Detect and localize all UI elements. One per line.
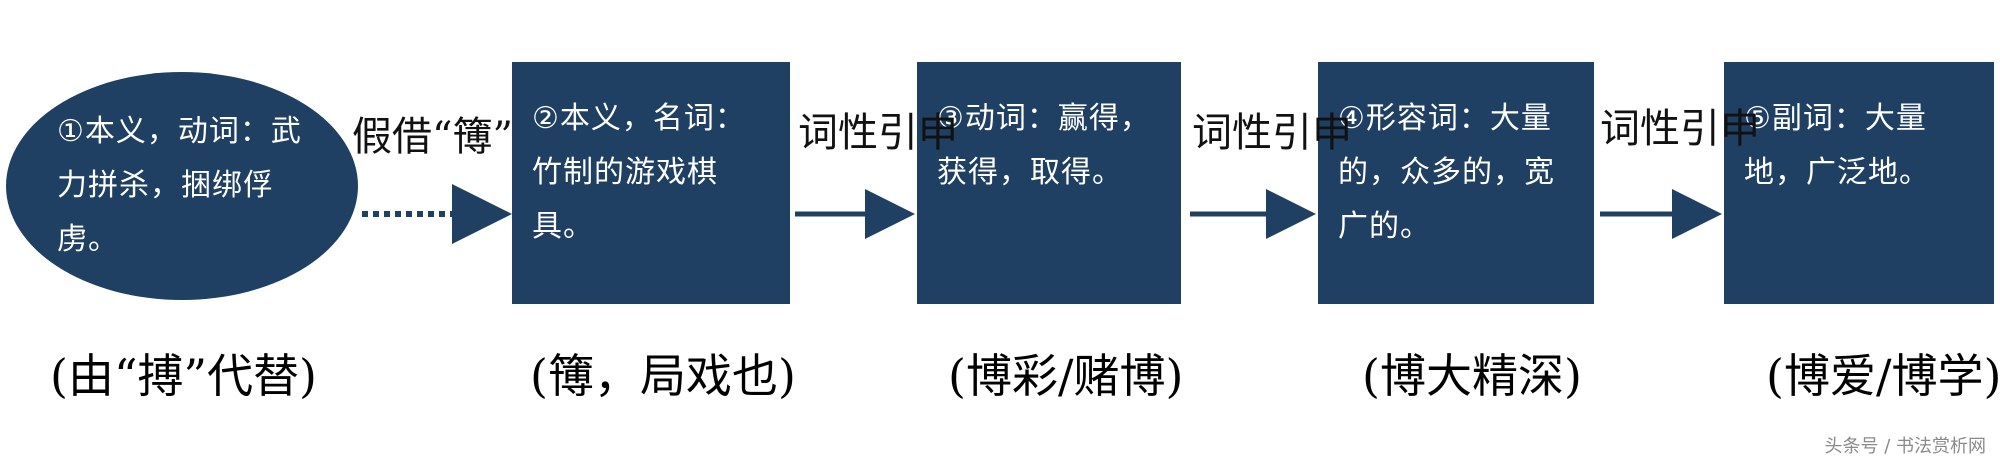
- caption-5: (博爱/博学): [1766, 349, 2000, 403]
- node-4-text: ④形容词：大量的，众多的，宽广的。: [1338, 101, 1555, 244]
- caption-1: (由“搏”代替): [50, 349, 317, 403]
- node-1-text: ①本义，动词：武力拼杀，捆绑俘虏。: [57, 114, 302, 257]
- node-5-text: ⑤副词：大量地，广泛地。: [1744, 101, 1930, 190]
- edge-label-2: 词性引申: [798, 110, 958, 156]
- node-5-box: ⑤副词：大量地，广泛地。: [1724, 62, 1994, 304]
- node-3-box: ③动词：赢得，获得，取得。: [917, 62, 1181, 304]
- node-4-box: ④形容词：大量的，众多的，宽广的。: [1318, 62, 1594, 304]
- edge-label-3: 词性引申: [1192, 110, 1352, 156]
- node-3-text: ③动词：赢得，获得，取得。: [937, 101, 1151, 190]
- edge-label-4: 词性引申: [1600, 106, 1760, 152]
- node-2-text: ②本义，名词：竹制的游戏棋具。: [532, 101, 746, 244]
- node-1-ellipse: ①本义，动词：武力拼杀，捆绑俘虏。: [6, 72, 358, 300]
- node-2-box: ②本义，名词：竹制的游戏棋具。: [512, 62, 790, 304]
- edge-label-1: 假借“簙”: [352, 114, 513, 160]
- caption-3: (博彩/赌博): [948, 349, 1184, 403]
- caption-2: (簙，局戏也): [530, 349, 796, 403]
- watermark: 头条号 / 书法赏析网: [1824, 436, 1986, 457]
- caption-4: (博大精深): [1362, 349, 1582, 403]
